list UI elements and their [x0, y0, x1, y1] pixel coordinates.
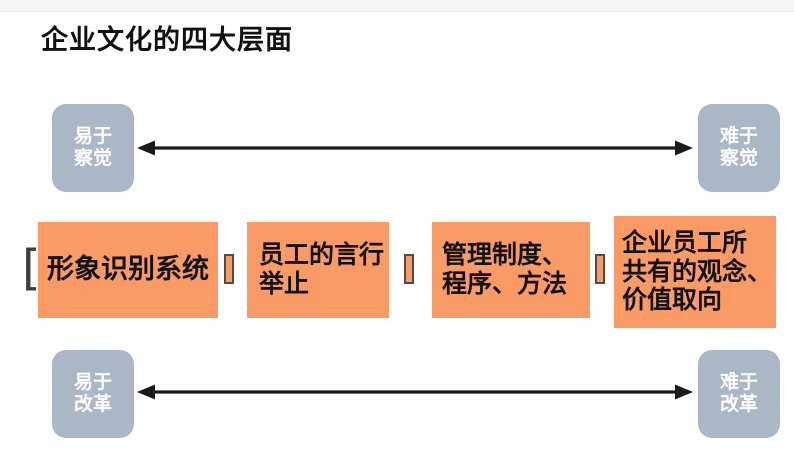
endpoint-easy-to-perceive: 易于 察觉	[52, 104, 134, 192]
layer-box-visual-identity: 形象识别系统	[38, 222, 218, 318]
page-title: 企业文化的四大层面	[41, 25, 293, 55]
connector-box-1	[224, 254, 234, 284]
top-double-arrow	[137, 140, 693, 156]
connector-box-2	[404, 254, 414, 284]
layer-box-systems-procedures: 管理制度、 程序、方法	[432, 222, 590, 318]
top-strip	[0, 0, 794, 12]
connector-box-3	[595, 254, 605, 284]
layer-box-employee-behavior: 员工的言行 举止	[247, 222, 389, 318]
bottom-double-arrow	[137, 384, 693, 400]
endpoint-hard-to-perceive: 难于 察觉	[698, 104, 780, 192]
layer-box-shared-values: 企业员工所 共有的观念、 价值取向	[614, 216, 776, 328]
endpoint-easy-to-change: 易于 改革	[52, 350, 134, 438]
endpoint-hard-to-change: 难于 改革	[698, 350, 780, 438]
left-bracket-icon: [	[22, 240, 41, 296]
